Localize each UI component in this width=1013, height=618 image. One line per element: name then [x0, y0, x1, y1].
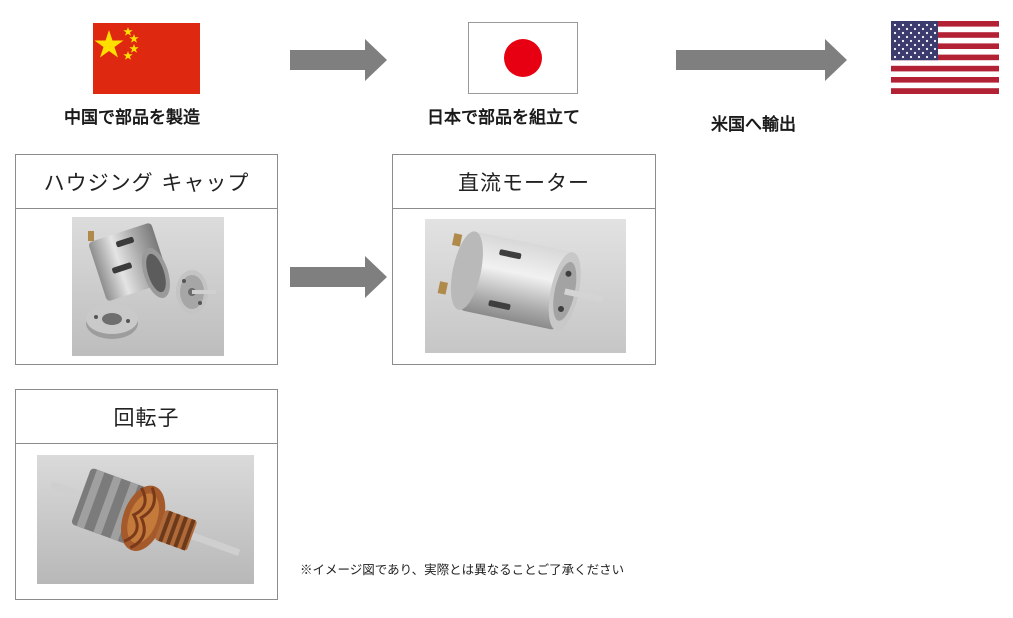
step3-caption: 米国へ輸出	[711, 115, 796, 135]
arrow-right-icon	[676, 39, 847, 81]
disclaimer-note: ※イメージ図であり、実際とは異なることご了承ください	[300, 562, 625, 577]
housing-cap-panel: ハウジング キャップ	[15, 154, 278, 365]
japan-flag	[468, 22, 578, 94]
arrow-right-icon	[290, 39, 387, 81]
rotor-title: 回転子	[16, 390, 277, 444]
rotor-panel: 回転子	[15, 389, 278, 600]
housing-cap-photo	[72, 217, 224, 356]
dc-motor-panel: 直流モーター	[392, 154, 656, 365]
dc-motor-photo	[425, 219, 626, 353]
usa-flag	[891, 21, 999, 94]
housing-cap-title: ハウジング キャップ	[16, 155, 277, 209]
rotor-photo	[37, 455, 254, 584]
step2-caption: 日本で部品を組立て	[427, 108, 580, 128]
arrow-right-icon	[290, 256, 387, 298]
china-flag	[93, 23, 200, 94]
dc-motor-title: 直流モーター	[393, 155, 655, 209]
step1-caption: 中国で部品を製造	[64, 108, 200, 128]
